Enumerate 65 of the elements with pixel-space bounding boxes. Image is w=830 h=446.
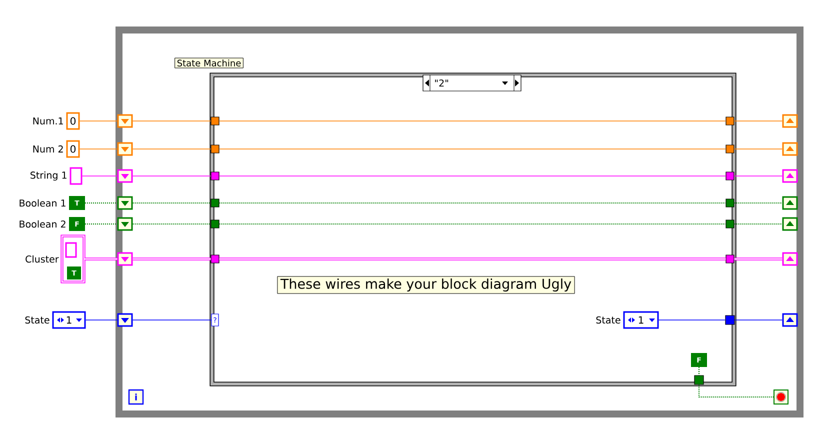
shift-register bbox=[782, 217, 798, 231]
wire bbox=[698, 384, 774, 398]
shift-register bbox=[782, 313, 798, 327]
tunnel bbox=[694, 375, 704, 385]
control-label: State bbox=[596, 316, 620, 324]
shift-register bbox=[117, 142, 133, 156]
control-label: String 1 bbox=[30, 171, 66, 181]
tunnel bbox=[726, 198, 734, 208]
control-label: Num.1 bbox=[33, 117, 63, 125]
wire bbox=[132, 120, 212, 122]
tunnel bbox=[726, 172, 734, 180]
structure-label: State Machine bbox=[174, 58, 244, 68]
shift-register bbox=[782, 252, 798, 266]
tunnel bbox=[210, 254, 220, 264]
wire bbox=[219, 258, 726, 260]
wire bbox=[734, 202, 783, 204]
tunnel bbox=[210, 220, 220, 228]
control-label: Boolean 2 bbox=[20, 220, 66, 228]
wire bbox=[218, 120, 726, 122]
while-loop-frame bbox=[116, 26, 804, 418]
shift-register bbox=[117, 313, 133, 327]
wire bbox=[132, 202, 212, 204]
shift-register bbox=[117, 169, 133, 183]
wire bbox=[132, 258, 211, 260]
shift-register bbox=[117, 196, 133, 210]
control-label: Cluster bbox=[26, 255, 59, 263]
wire bbox=[132, 148, 212, 150]
enum-control: 1 bbox=[52, 311, 86, 329]
tunnel bbox=[725, 315, 735, 325]
tunnel bbox=[726, 116, 734, 126]
shift-register bbox=[782, 114, 798, 128]
tunnel bbox=[210, 198, 220, 208]
wire bbox=[218, 148, 726, 150]
wire bbox=[84, 202, 118, 204]
shift-register bbox=[782, 142, 798, 156]
shift-register bbox=[117, 252, 133, 266]
control-label: Num 2 bbox=[33, 145, 63, 153]
shift-register bbox=[782, 169, 798, 183]
wire bbox=[79, 148, 118, 150]
string-control bbox=[65, 242, 77, 258]
tunnel bbox=[726, 220, 734, 228]
wire bbox=[734, 120, 783, 122]
comment-box: These wires make your block diagram Ugly bbox=[277, 276, 575, 294]
wire bbox=[734, 258, 782, 260]
wire bbox=[734, 148, 783, 150]
numeric-control: 0 bbox=[66, 140, 80, 158]
wire bbox=[698, 366, 700, 376]
shift-register bbox=[117, 114, 133, 128]
tunnel bbox=[726, 144, 734, 154]
case-selector: "2" bbox=[422, 74, 522, 92]
control-label: Boolean 1 bbox=[20, 199, 66, 207]
wire bbox=[84, 258, 118, 260]
wire bbox=[218, 202, 726, 204]
enum-control: 1 bbox=[623, 311, 659, 329]
tunnel bbox=[210, 144, 220, 154]
tunnel bbox=[210, 172, 220, 180]
shift-register bbox=[117, 217, 133, 231]
numeric-control: 0 bbox=[66, 112, 80, 130]
stop-terminal bbox=[774, 390, 788, 404]
shift-register bbox=[782, 196, 798, 210]
control-label: State bbox=[25, 316, 50, 324]
iteration-terminal: i bbox=[128, 389, 144, 405]
tunnel bbox=[210, 116, 220, 126]
tunnel bbox=[726, 254, 734, 264]
wire bbox=[79, 120, 118, 122]
